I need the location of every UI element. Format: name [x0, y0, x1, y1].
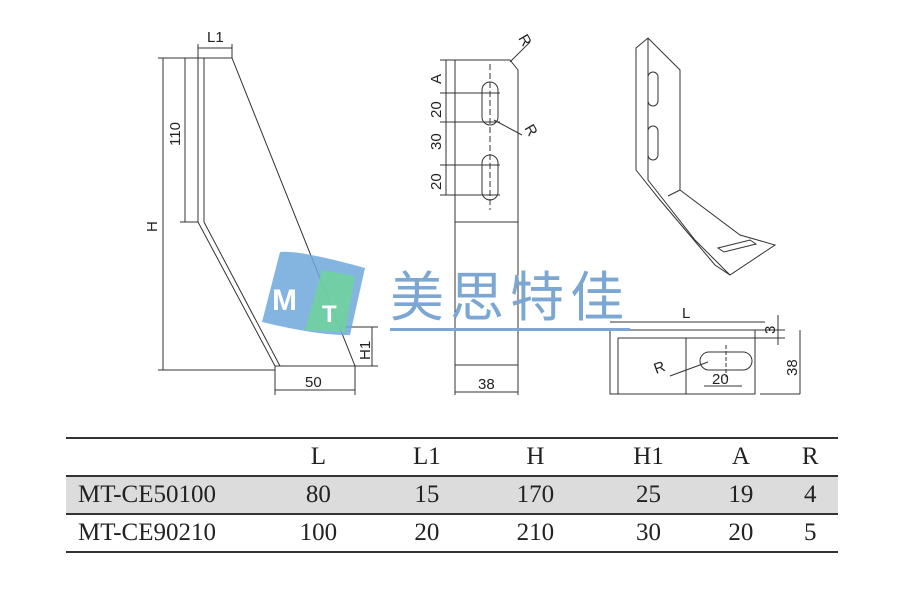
- label-A: A: [428, 74, 445, 84]
- technical-drawing: L1 110 H H1 50 A 20 30 20 R R 38 L 3 38 …: [144, 29, 801, 395]
- header-model: [66, 437, 256, 476]
- cell: 30: [597, 513, 700, 553]
- label-3: 3: [762, 326, 779, 334]
- cell: 15: [380, 475, 474, 514]
- cell: 100: [256, 513, 381, 553]
- svg-text:T: T: [322, 301, 337, 328]
- label-R-mid: R: [521, 122, 541, 140]
- label-H1: H1: [357, 341, 374, 360]
- table-row: MT-CE50100 80 15 170 25 19 4: [66, 475, 838, 514]
- label-R: R: [652, 358, 668, 378]
- header-L1: L1: [380, 437, 474, 476]
- cell-model: MT-CE50100: [66, 475, 256, 514]
- header-H1: H1: [597, 437, 700, 476]
- label-38-top: 38: [784, 359, 801, 376]
- label-L: L: [682, 305, 690, 322]
- header-L: L: [256, 437, 381, 476]
- top-view: L 3 38 R 20: [609, 305, 801, 395]
- cell: 4: [782, 475, 838, 514]
- label-50: 50: [305, 374, 322, 391]
- cell: 20: [380, 513, 474, 553]
- logo-letters: M: [272, 284, 297, 317]
- cell: 19: [699, 475, 783, 514]
- label-20b: 20: [428, 173, 445, 190]
- table-row: MT-CE90210 100 20 210 30 20 5: [66, 513, 838, 553]
- label-38: 38: [478, 376, 495, 393]
- side-view: L1 110 H H1 50: [144, 29, 378, 395]
- label-110: 110: [167, 122, 184, 146]
- isometric-view: [635, 37, 777, 276]
- cell: 25: [597, 475, 700, 514]
- front-view: A 20 30 20 R R 38: [428, 32, 541, 395]
- cell: 5: [782, 513, 838, 553]
- label-L1: L1: [207, 29, 224, 46]
- header-A: A: [699, 437, 783, 476]
- header-H: H: [473, 437, 598, 476]
- label-H: H: [144, 221, 161, 232]
- cell: 170: [473, 475, 598, 514]
- label-20a: 20: [428, 101, 445, 118]
- label-30: 30: [428, 133, 445, 150]
- table-header-row: L L1 H H1 A R: [66, 437, 838, 476]
- brand-name: 美思特佳: [390, 266, 630, 331]
- label-20: 20: [712, 371, 729, 388]
- spec-table: L L1 H H1 A R MT-CE50100 80 15 170 25 19…: [66, 437, 838, 553]
- cell: 210: [473, 513, 598, 553]
- brand-logo: M T: [262, 251, 365, 336]
- cell: 20: [699, 513, 783, 553]
- cell: 80: [256, 475, 381, 514]
- cell-model: MT-CE90210: [66, 513, 256, 553]
- header-R: R: [782, 437, 838, 476]
